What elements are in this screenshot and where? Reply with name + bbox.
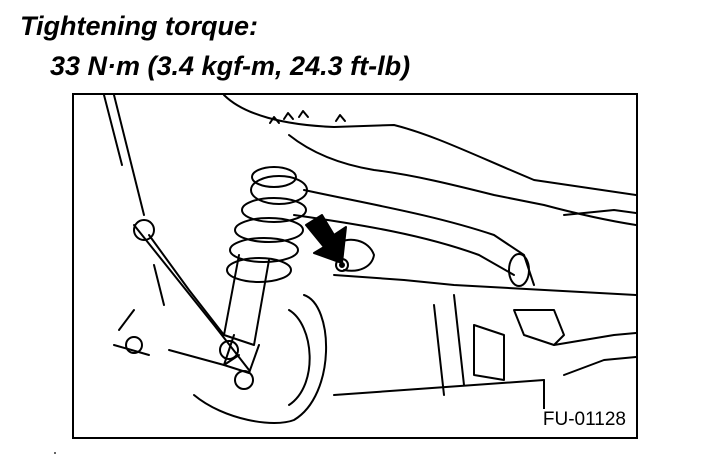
suspension-diagram: FU-01128 [72,93,638,439]
body-panel [223,95,636,196]
heading-title: Tightening torque: [20,11,258,41]
lateral-link [113,95,145,216]
body-panel-lower [288,134,636,226]
lower-arm [133,224,250,371]
target-bolt [335,258,349,272]
figure-id: FU-01128 [540,409,628,431]
pointer-arrow-icon [305,214,347,264]
stray-dot [54,452,56,454]
clip-group [269,110,346,124]
crossmember [333,274,636,296]
brake-disc [193,294,327,424]
shock-absorber [223,254,270,346]
torque-spec: 33 N·m (3.4 kgf-m, 24.3 ft-lb) [50,51,411,81]
upper-link [303,189,535,286]
